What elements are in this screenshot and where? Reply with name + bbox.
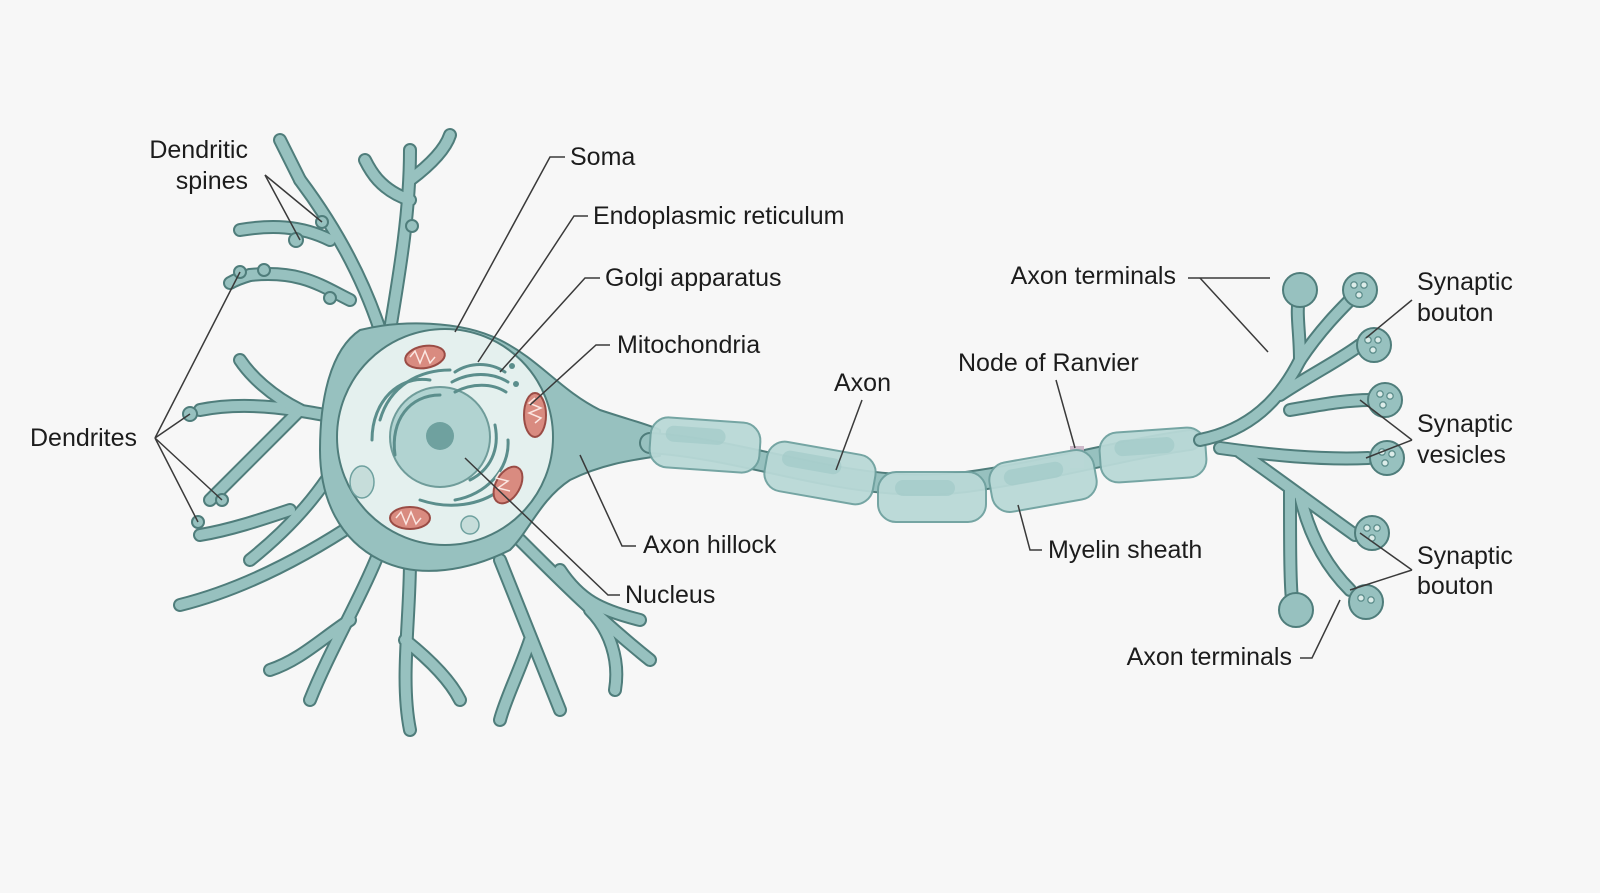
label-synaptic-vesicles-line2: vesicles [1417, 441, 1506, 469]
label-axon-terminals-top: Axon terminals [1011, 262, 1176, 290]
label-synaptic-bouton-top-line2: bouton [1417, 299, 1493, 327]
label-myelin-sheath: Myelin sheath [1048, 536, 1202, 564]
label-soma: Soma [570, 143, 635, 171]
myelin-sheath [648, 416, 1208, 523]
label-mitochondria: Mitochondria [617, 331, 760, 359]
synaptic-boutons [1278, 272, 1405, 628]
labels: Dendritic spines Dendrites Soma Endoplas… [30, 136, 1513, 671]
label-nucleus: Nucleus [625, 581, 715, 609]
label-synaptic-vesicles-line1: Synaptic [1417, 410, 1513, 438]
label-node-of-ranvier: Node of Ranvier [958, 349, 1139, 377]
golgi-apparatus [450, 363, 519, 394]
leader-lines [154, 156, 1413, 659]
label-axon-terminals-bottom: Axon terminals [1127, 643, 1292, 671]
label-synaptic-bouton-bottom-line1: Synaptic [1417, 542, 1513, 570]
label-axon: Axon [834, 369, 891, 397]
label-dendrites: Dendrites [30, 424, 137, 452]
label-axon-hillock: Axon hillock [643, 531, 777, 559]
label-dendritic-spines-line1: Dendritic [149, 136, 248, 164]
label-endoplasmic-reticulum: Endoplasmic reticulum [593, 202, 845, 230]
axon-terminals [1193, 272, 1405, 628]
label-golgi-apparatus: Golgi apparatus [605, 264, 782, 292]
nucleus [336, 328, 554, 546]
label-dendritic-spines-line2: spines [176, 167, 248, 195]
label-synaptic-bouton-bottom-line2: bouton [1417, 572, 1493, 600]
label-synaptic-bouton-top-line1: Synaptic [1417, 268, 1513, 296]
endoplasmic-reticulum [370, 368, 510, 507]
mitochondria [349, 344, 547, 535]
